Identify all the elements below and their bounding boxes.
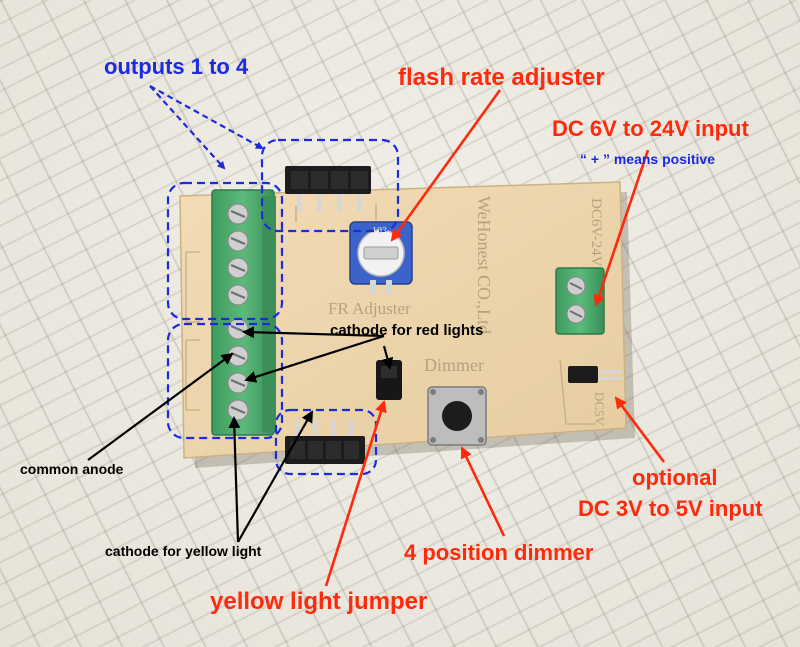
label-flash-rate: flash rate adjuster [398, 64, 605, 91]
label-outputs: outputs 1 to 4 [104, 54, 249, 79]
silk-voltage-high: DC6V-24V [588, 198, 604, 267]
label-dc-input: DC 6V to 24V input [552, 116, 749, 141]
silk-voltage-low: DC5V [592, 392, 607, 426]
silk-adjuster: FR Adjuster [328, 299, 411, 318]
dimmer-button [427, 386, 487, 446]
label-dc-low-input: DC 3V to 5V input [578, 496, 763, 521]
dc-input-terminal [555, 267, 605, 335]
label-common-anode: common anode [20, 461, 124, 477]
circuit-board [179, 181, 627, 459]
output-header-bottom [285, 420, 365, 464]
label-yellow-jumper: yellow light jumper [210, 588, 428, 615]
silk-dimmer: Dimmer [424, 355, 484, 375]
label-dimmer-position: 4 position dimmer [404, 540, 594, 565]
silk-pot-code: 103 [372, 226, 387, 237]
silk-brand: WeHonest CO.,Ltd [474, 196, 494, 335]
label-optional: optional [632, 465, 718, 490]
label-cathode-red: cathode for red lights [330, 322, 484, 339]
terminal-block-outputs [211, 189, 276, 436]
label-cathode-yellow: cathode for yellow light [105, 543, 262, 559]
output-header-top [285, 166, 371, 212]
label-positive-note: “ + ” means positive [580, 151, 715, 167]
low-voltage-header [568, 366, 622, 383]
